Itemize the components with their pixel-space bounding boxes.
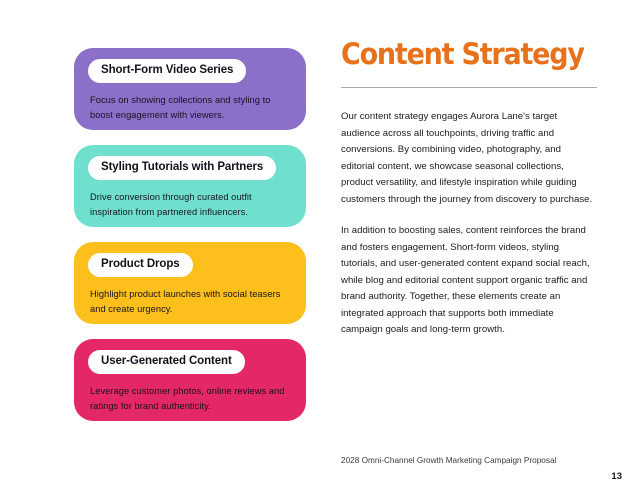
strategy-card-list: Short-Form Video Series Focus on showing… <box>74 48 306 421</box>
page-number: 13 <box>611 471 622 482</box>
strategy-card-product-drops[interactable]: Product Drops Highlight product launches… <box>74 242 306 324</box>
card-description: Drive conversion through curated outfit … <box>90 191 252 217</box>
footer-note: 2028 Omni-Channel Growth Marketing Campa… <box>341 456 557 465</box>
card-label: Short-Form Video Series <box>88 59 247 83</box>
strategy-card-short-form-video-series[interactable]: Short-Form Video Series Focus on showing… <box>74 48 306 130</box>
card-label: Product Drops <box>88 253 193 277</box>
strategy-card-styling-tutorials-with-partners[interactable]: Styling Tutorials with Partners Drive co… <box>74 145 306 227</box>
card-description: Leverage customer photos, online reviews… <box>90 385 285 411</box>
card-label: User-Generated Content <box>88 350 245 374</box>
card-label: Styling Tutorials with Partners <box>88 156 277 180</box>
body-paragraph-2: In addition to boosting sales, content r… <box>341 225 590 335</box>
title-divider <box>341 87 597 88</box>
body-copy: Our content strategy engages Aurora Lane… <box>341 109 597 339</box>
body-paragraph-1: Our content strategy engages Aurora Lane… <box>341 111 593 205</box>
card-description: Highlight product launches with social t… <box>90 288 281 314</box>
card-description: Focus on showing collections and styling… <box>90 94 271 120</box>
content-column: Content Strategy Our content strategy en… <box>341 40 597 339</box>
strategy-card-user-generated-content[interactable]: User-Generated Content Leverage customer… <box>74 339 306 421</box>
page-title: Content Strategy <box>341 37 585 71</box>
